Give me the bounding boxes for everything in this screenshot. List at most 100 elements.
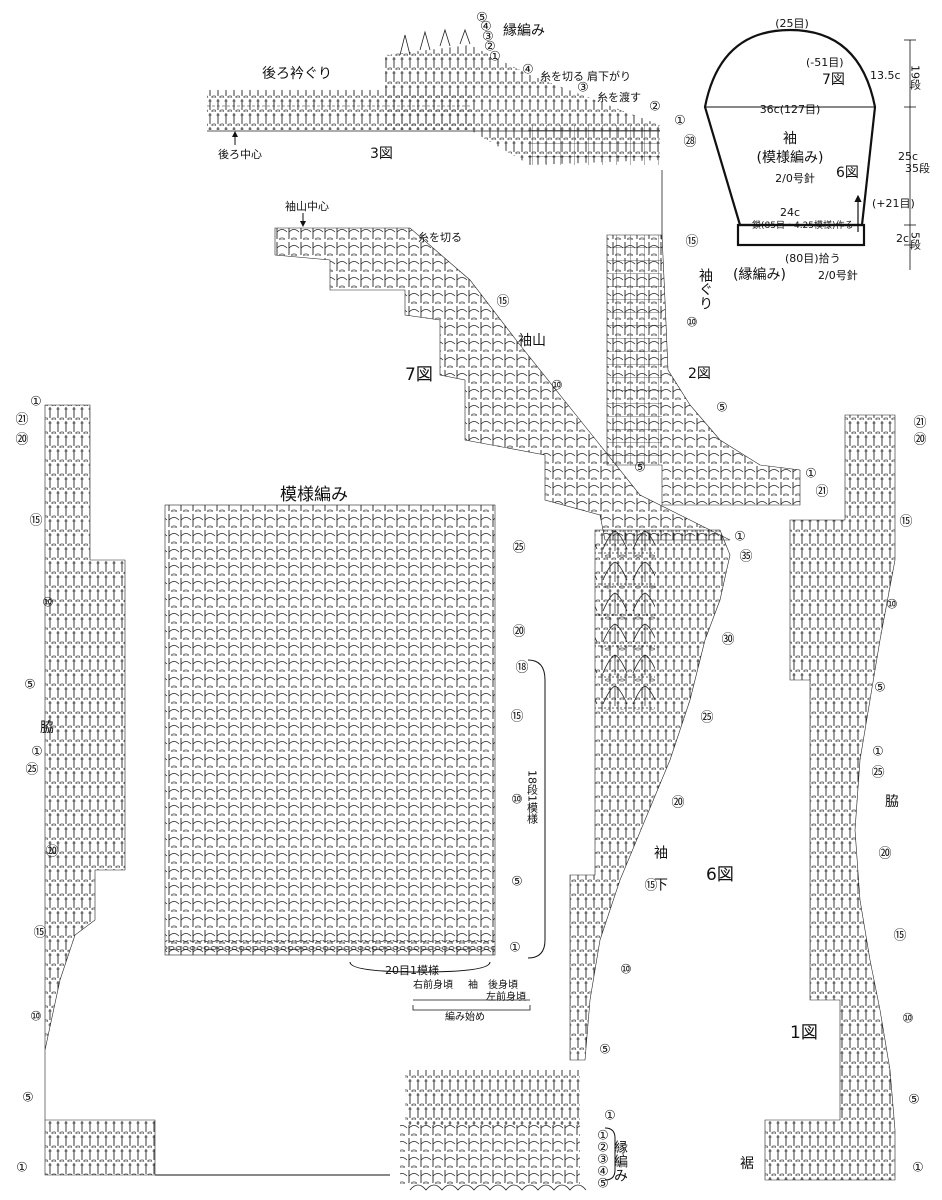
fig6-title: 6図 bbox=[706, 865, 734, 885]
figure-6 bbox=[400, 529, 731, 1191]
left-side-row-mark: ⑩ bbox=[42, 596, 54, 611]
fig3-center-label: 後ろ中心 bbox=[218, 147, 262, 161]
figure6-row-mark: ㉕ bbox=[700, 711, 713, 726]
fig6-edging bbox=[400, 1125, 580, 1185]
fig3-title: 3図 bbox=[370, 146, 393, 162]
figure1-row-mark: ㉑ bbox=[913, 416, 926, 431]
figure7-row-mark: ⑩ bbox=[551, 379, 563, 394]
schematic-h-edge-rows: 5段 bbox=[909, 232, 922, 251]
pattern-chart-title: 模様編み bbox=[280, 485, 348, 505]
schematic-h-body-rows: 35段 bbox=[905, 161, 930, 175]
row-markers: ⑤④③②①④③②①㉘⑮⑩⑤⑮⑩⑤①㉑㉕⑳⑱⑮⑩⑤①①㉟㉚㉕⑳⑮⑩⑤①①②③④⑤①… bbox=[15, 11, 926, 1192]
fig7-cut-yarn: 糸を切る bbox=[418, 231, 462, 244]
figure3-row-mark: ② bbox=[649, 100, 661, 115]
pattern-chart-row-mark: ⑱ bbox=[515, 661, 528, 676]
figure2-row-mark: ⑮ bbox=[685, 235, 698, 250]
left-side-row-mark: ⑳ bbox=[15, 433, 28, 448]
fig1-side-label: 脇 bbox=[885, 794, 899, 810]
pattern-repeat-rows: 18段1模様 bbox=[526, 770, 539, 824]
text-labels: 後ろ衿ぐり 後ろ中心 3図 縁編み 肩下がり 糸を切る 糸を渡す 袖山中心 糸を… bbox=[40, 17, 930, 1182]
left-side-row-mark: ① bbox=[30, 395, 42, 410]
figure2-row-mark: ① bbox=[805, 467, 817, 482]
figure6-row-mark: ① bbox=[604, 1109, 616, 1124]
pattern-chart-row-mark: ⑳ bbox=[512, 625, 525, 640]
figure6-row-mark: ② bbox=[597, 1141, 609, 1156]
schematic-h-cap: 13.5c bbox=[870, 69, 901, 82]
fig7-cap-center: 袖山中心 bbox=[285, 199, 329, 213]
figure1-row-mark: ① bbox=[912, 1161, 924, 1176]
pattern-chart-grid bbox=[164, 504, 496, 956]
pattern-chart-row-mark: ⑤ bbox=[511, 875, 523, 890]
figure1-row-mark: ⑤ bbox=[908, 1093, 920, 1108]
fig3-edging-picots bbox=[399, 28, 471, 56]
fig3-shoulder-label: 肩下がり bbox=[587, 69, 631, 83]
figure3-row-mark: ④ bbox=[480, 20, 492, 35]
figure1-row-mark: ㉕ bbox=[871, 766, 884, 781]
figure2-row-mark: ㉑ bbox=[815, 485, 828, 500]
left-side-row-mark: ㉕ bbox=[25, 763, 38, 778]
figure1-row-mark: ⑤ bbox=[874, 681, 886, 696]
figure3-row-mark: ④ bbox=[522, 63, 534, 78]
left-side-chart bbox=[44, 404, 390, 1176]
pattern-chart-row-mark: ⑮ bbox=[510, 710, 523, 725]
fig6-sleeve-under: 袖下 bbox=[652, 845, 668, 909]
fig3-cut-yarn: 糸を切る bbox=[540, 70, 584, 83]
left-side-block bbox=[44, 404, 156, 1176]
figure6-row-mark: ④ bbox=[597, 1165, 609, 1180]
fig7-title: 7図 bbox=[405, 365, 433, 385]
pattern-chart-row-mark: ㉕ bbox=[512, 541, 525, 556]
figure1-row-mark: ① bbox=[872, 745, 884, 760]
figure1-row-mark: ⑳ bbox=[913, 433, 926, 448]
schematic-edging-needle: 2/0号針 bbox=[818, 268, 858, 282]
pattern-repeat-sts: 20目1模様 bbox=[385, 963, 439, 977]
figure6-row-mark: ⑤ bbox=[599, 1043, 611, 1058]
schematic-edging-band bbox=[736, 223, 866, 247]
pattern-start: 編み始め bbox=[445, 1010, 485, 1023]
figure-3 bbox=[207, 28, 663, 240]
figure1-row-mark: ⑩ bbox=[902, 1012, 914, 1027]
fig1-hem-label: 裾 bbox=[740, 1156, 754, 1172]
schematic-fig7-ref: 7図 bbox=[822, 72, 845, 88]
left-side-row-mark: ㉑ bbox=[15, 413, 28, 428]
figure6-row-mark: ① bbox=[597, 1129, 609, 1144]
figure6-row-mark: ⑩ bbox=[620, 963, 632, 978]
schematic-edging: (縁編み) bbox=[733, 267, 786, 283]
pattern-back: 後身頃 bbox=[488, 978, 518, 991]
schematic-part-name: 袖 bbox=[783, 131, 797, 147]
schematic-fig6-ref: 6図 bbox=[836, 165, 859, 181]
fig6-edging: 縁編み bbox=[612, 1140, 628, 1182]
left-side-label: 脇 bbox=[40, 720, 54, 736]
pattern-front-right: 右前身頃 bbox=[413, 978, 453, 991]
schematic-top-count: (25目) bbox=[775, 17, 809, 30]
figure7-row-mark: ⑤ bbox=[634, 461, 646, 476]
fig7-cap-label: 袖山 bbox=[518, 333, 546, 349]
left-side-row-mark: ⑩ bbox=[30, 1010, 42, 1025]
left-side-row-mark: ① bbox=[31, 745, 43, 760]
figure2-row-mark: ⑤ bbox=[716, 401, 728, 416]
figure6-row-mark: ⑤ bbox=[597, 1177, 609, 1192]
pattern-sleeve: 袖 bbox=[468, 978, 478, 991]
fig7-sleeve-cap bbox=[274, 227, 731, 541]
figure1-row-mark: ⑮ bbox=[899, 515, 912, 530]
schematic-width: 36c(127目) bbox=[760, 103, 821, 116]
figure6-row-mark: ⑳ bbox=[671, 796, 684, 811]
figure6-row-mark: ⑮ bbox=[644, 879, 657, 894]
schematic-inc: (+21目) bbox=[872, 197, 915, 210]
figure3-row-mark: ③ bbox=[577, 81, 589, 96]
left-side-row-mark: ⑮ bbox=[29, 514, 42, 529]
figure3-row-mark: ③ bbox=[482, 30, 494, 45]
schematic-h-edge: 2c bbox=[896, 232, 909, 245]
fig6-sleeve-side bbox=[569, 529, 731, 1061]
sleeve-schematic bbox=[703, 28, 916, 270]
figure6-row-mark: ㉚ bbox=[721, 633, 734, 648]
figure6-row-mark: ㉟ bbox=[739, 550, 752, 565]
figure6-row-mark: ① bbox=[734, 530, 746, 545]
fig1-title: 1図 bbox=[790, 1023, 818, 1043]
figure1-row-mark: ⑩ bbox=[886, 598, 898, 613]
schematic-needle: 2/0号針 bbox=[775, 171, 815, 185]
figure-1 bbox=[764, 414, 896, 1181]
fig3-neck-label: 後ろ衿ぐり bbox=[262, 66, 332, 82]
fig2-armhole-label: 袖ぐり bbox=[697, 268, 713, 310]
fig2-armhole-curve bbox=[606, 234, 801, 506]
